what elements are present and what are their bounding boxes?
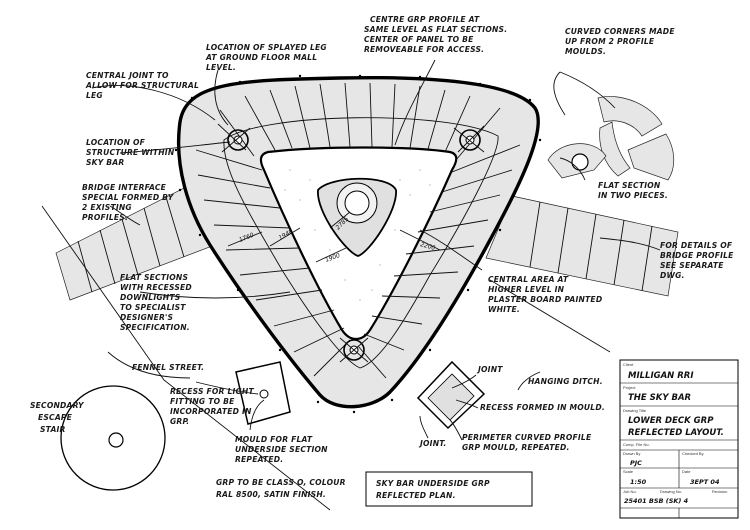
tb-drawing-no-label: Drawing No. — [660, 489, 682, 494]
note-curved-corners: CURVED CORNERS MADE UP FROM 2 PROFILE MO… — [565, 27, 678, 56]
note-flat-sections: FLAT SECTIONS WITH RECESSED DOWNLIGHTS T… — [120, 273, 195, 332]
escape-stair — [60, 385, 166, 491]
tb-drawn-label: Drawn By — [623, 451, 640, 456]
leg-circle-bottom — [343, 339, 365, 361]
notes: CENTRE GRP PROFILE AT SAME LEVEL AS FLAT… — [30, 15, 736, 499]
tb-job-label: Job No. — [623, 489, 637, 494]
note-bridge-interface: BRIDGE INTERFACE SPECIAL FORMED BY 2 EXI… — [82, 183, 176, 222]
note-fennel-street: FENNEL STREET. — [132, 363, 204, 372]
tb-checked-label: Checked By — [682, 451, 704, 456]
note-centre-profile: CENTRE GRP PROFILE AT SAME LEVEL AS FLAT… — [364, 15, 510, 54]
tb-revision-label: Revision — [712, 489, 727, 494]
dim-2200: 2200 — [419, 241, 436, 252]
tb-date-label: Date — [682, 469, 691, 474]
tb-comp-file-label: Comp. File No. — [623, 442, 650, 447]
tb-drawn: PJC — [630, 459, 642, 467]
note-perimeter: PERIMETER CURVED PROFILE GRP MOULD, REPE… — [462, 433, 594, 452]
note-flat-section: FLAT SECTION IN TWO PIECES. — [598, 181, 668, 200]
note-joint-bottom: JOINT. — [418, 439, 446, 448]
perimeter-mould-block — [416, 360, 486, 430]
note-secondary-stair: SECONDARY ESCAPE STAIR — [30, 401, 87, 434]
tb-drawing-no: 25401 BSB (SK) 4 — [624, 497, 689, 505]
note-grp-class: GRP TO BE CLASS O, COLOUR RAL 8500, SATI… — [216, 478, 349, 499]
note-joint-top: JOINT — [476, 365, 503, 374]
note-hanging-ditch: HANGING DITCH. — [528, 377, 603, 386]
tb-scale: 1:50 — [630, 478, 647, 486]
note-structure-location: LOCATION OF STRUCTURE WITHIN SKY BAR — [86, 138, 177, 167]
tb-scale-label: Scale — [623, 469, 634, 474]
flat-mould-block — [235, 361, 291, 425]
plan-title: SKY BAR UNDERSIDE GRP REFLECTED PLAN. — [376, 479, 493, 500]
tb-client: MILLIGAN RRI — [628, 371, 694, 381]
street-lines — [41, 205, 611, 511]
tb-client-label: Client — [623, 362, 634, 367]
tb-drawing-title: LOWER DECK GRP REFLECTED LAYOUT. — [628, 416, 724, 438]
note-splayed-leg: LOCATION OF SPLAYED LEG AT GROUND FLOOR … — [205, 43, 330, 72]
curved-corner-pieces — [547, 96, 675, 181]
note-recess-light: RECESS FOR LIGHT FITTING TO BE INCORPORA… — [170, 387, 257, 426]
note-central-joint: CENTRAL JOINT TO ALLOW FOR STRUCTURAL LE… — [85, 71, 202, 100]
note-recess-formed: RECESS FORMED IN MOULD. — [480, 403, 605, 412]
centre-panel — [317, 177, 397, 257]
dim-1900: 1900 — [324, 252, 341, 264]
note-mould-flat: MOULD FOR FLAT UNDERSIDE SECTION REPEATE… — [235, 435, 331, 464]
title-block: Client MILLIGAN RRI Project THE SKY BAR … — [619, 359, 739, 519]
note-central-area: CENTRAL AREA AT HIGHER LEVEL IN PLASTER … — [488, 275, 605, 314]
tb-project: THE SKY BAR — [628, 393, 691, 403]
plan-title-box: SKY BAR UNDERSIDE GRP REFLECTED PLAN. — [365, 471, 533, 507]
note-bridge-profile: FOR DETAILS OF BRIDGE PROFILE SEE SEPARA… — [660, 241, 736, 280]
tb-project-label: Project — [623, 385, 636, 390]
tb-date: 3EPT 04 — [690, 478, 720, 486]
leg-circle-left — [227, 129, 249, 151]
stipple-area — [284, 169, 431, 301]
right-bridge — [485, 195, 679, 297]
leg-circle-right — [459, 129, 481, 151]
leader-lines — [91, 59, 661, 441]
tb-drawing-title-label: Drawing Title — [623, 408, 647, 413]
